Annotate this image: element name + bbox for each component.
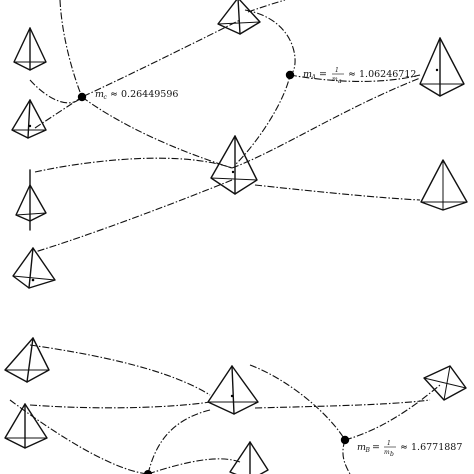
curve-b-center-to-mB [249,364,346,441]
curve-b-left-mid-to-center [29,401,211,409]
label-mB-frac-num: 1 [387,440,391,447]
label-mA-frac-num: 1 [335,67,339,74]
tetra-top-center [217,0,261,35]
label-mB-approx: ≈ [400,442,408,453]
label-mB-sub: B [365,447,371,454]
point-mc-dot [77,92,87,102]
curve-b-left-cross [9,399,149,474]
curve-mA-to-right [289,74,421,82]
curve-b-mB-to-right [344,384,441,441]
curve-center-up-right [231,77,421,169]
curve-mc-to-center [81,96,233,169]
label-mB-relation: = [372,442,380,453]
label-mA-symbol: m [303,69,312,80]
tetra-top-left [13,27,47,71]
tetra-b-left-top [4,337,50,383]
curve-b-left-top-to-center [29,344,211,396]
tetra-b-left-mid [4,403,48,449]
top-curves [29,0,421,253]
label-mB-value: 1.6771887 [411,442,462,453]
label-mA-approx: ≈ [348,69,356,80]
point-mA: m A = 1 m a ≈ 1.06246712 [285,67,416,85]
curve-b-bottom-right [342,439,351,474]
label-mB-symbol: m [357,442,366,453]
point-mB-dot [340,435,350,445]
label-mA-value: 1.06246712 [359,69,416,80]
label-mc-relation: ≈ [110,89,118,100]
label-mB-frac-den-sub: b [390,451,394,458]
label-mA-frac-den-sub: a [338,78,342,85]
curve-b-bottom [147,458,241,474]
point-bottom-dot [144,470,152,474]
curve-b-center-to-right [254,399,431,409]
tetra-left-4 [12,247,56,289]
label-mc-symbol: m [95,89,104,100]
tetra-left-3 [15,169,47,231]
curve-top-right-out [247,0,286,13]
tetra-center [210,135,258,195]
curve-center-to-right [254,184,421,201]
curve-center-loop-top [234,9,296,166]
curve-b-center-down [147,409,211,474]
tetra-b-right [423,365,467,401]
label-mB-frac-den: m [384,449,390,456]
label-mA-frac-den: m [332,76,338,83]
label-mc-value: 0.26449596 [121,89,178,100]
point-mB: m B = 1 m b ≈ 1.6771887 [340,435,462,458]
point-mA-dot [285,70,295,80]
curve-left-mid-to-center [34,157,233,173]
tetra-b-bottom [229,441,269,474]
tetra-b-center [207,365,259,415]
tetra-left-2 [11,99,47,139]
curve-top-left-to-top-tetra [29,19,241,104]
label-mA-relation: = [319,69,327,80]
label-mc-sub: c [104,94,108,101]
tetra-top-right [419,37,465,97]
tetra-right-mid [420,159,468,211]
curve-top-arc [59,0,83,98]
label-mA-sub: A [311,74,317,81]
point-mc: m c ≈ 0.26449596 [77,89,178,102]
curve-center-to-left-lower [34,179,233,253]
